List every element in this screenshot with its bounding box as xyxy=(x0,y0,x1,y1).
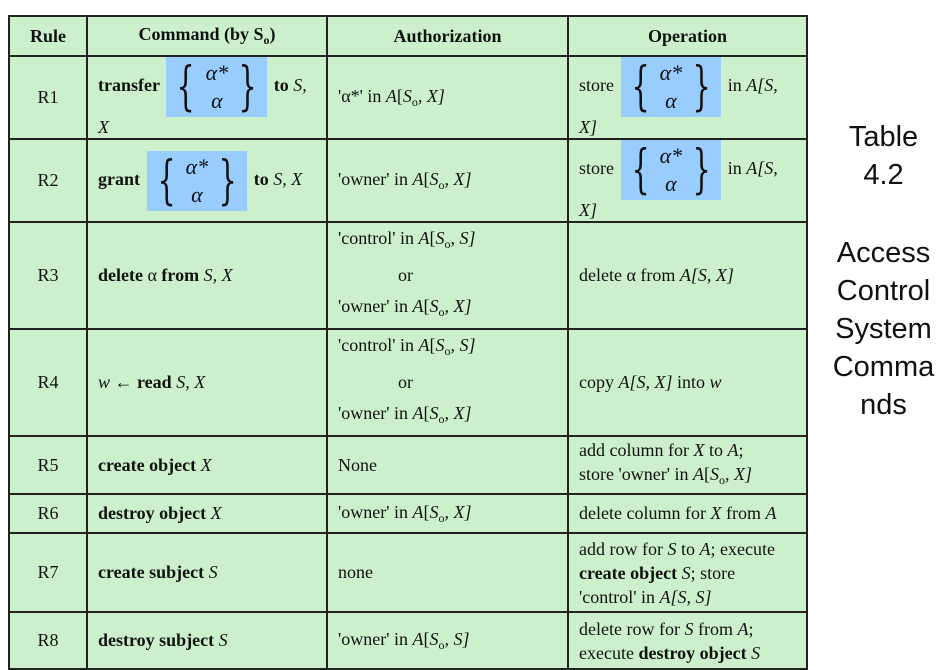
right-brace-icon: } xyxy=(692,57,711,117)
table-row: R7 create subject S none add row for S t… xyxy=(8,532,808,613)
table-caption: Access Control System Comma nds xyxy=(832,237,935,421)
command-cell: delete α from S, X xyxy=(86,221,328,330)
table-row: R5 create object X None add column for X… xyxy=(8,435,808,495)
authorization-cell: 'owner' in A[So, X] xyxy=(326,138,569,223)
alpha-choice-highlight: {α*α} xyxy=(166,57,268,117)
command-cell: w ← read S, X xyxy=(86,328,328,437)
right-brace-icon: } xyxy=(218,150,237,211)
table-row: R6 destroy object X 'owner' in A[So, X] … xyxy=(8,493,808,534)
header-command: Command (by So) xyxy=(86,15,328,57)
rule-cell: R8 xyxy=(8,611,88,670)
command-cell: transfer {α*α} to S, X xyxy=(86,55,328,140)
authorization-cell: 'control' in A[So, S] or 'owner' in A[So… xyxy=(326,221,569,330)
command-cell: create subject S xyxy=(86,532,328,613)
command-cell: grant {α*α} to S, X xyxy=(86,138,328,223)
operation-cell: store {α*α} in A[S, X] xyxy=(567,138,808,223)
left-brace-icon: { xyxy=(156,150,176,211)
rule-cell: R5 xyxy=(8,435,88,495)
left-brace-icon: { xyxy=(176,57,196,117)
left-brace-icon: { xyxy=(630,57,650,117)
authorization-cell: None xyxy=(326,435,569,495)
table-row: R3 delete α from S, X 'control' in A[So,… xyxy=(8,221,808,330)
operation-cell: add column for X to A; store 'owner' in … xyxy=(567,435,808,495)
table-row: R8 destroy subject S 'owner' in A[So, S]… xyxy=(8,611,808,670)
authorization-cell: 'control' in A[So, S] or 'owner' in A[So… xyxy=(326,328,569,437)
table-number-label: Table 4.2 xyxy=(848,121,919,191)
authorization-cell: 'owner' in A[So, X] xyxy=(326,493,569,534)
authorization-cell: 'owner' in A[So, S] xyxy=(326,611,569,670)
operation-cell: add row for S to A; execute create objec… xyxy=(567,532,808,613)
command-cell: destroy subject S xyxy=(86,611,328,670)
alpha-choice-highlight: {α*α} xyxy=(620,57,722,117)
rule-cell: R1 xyxy=(8,55,88,140)
header-operation: Operation xyxy=(567,15,808,57)
rule-cell: R4 xyxy=(8,328,88,437)
rule-cell: R3 xyxy=(8,221,88,330)
operation-cell: copy A[S, X] into w xyxy=(567,328,808,437)
command-cell: create object X xyxy=(86,435,328,495)
access-control-commands-table: Rule Command (by So) Authorization Opera… xyxy=(8,15,808,670)
operation-cell: delete α from A[S, X] xyxy=(567,221,808,330)
left-brace-icon: { xyxy=(630,140,650,200)
left-arrow-icon: ← xyxy=(114,372,133,392)
operation-cell: store {α*α} in A[S, X] xyxy=(567,55,808,140)
rule-cell: R2 xyxy=(8,138,88,223)
command-cell: destroy object X xyxy=(86,493,328,534)
rule-cell: R7 xyxy=(8,532,88,613)
operation-cell: delete column for X from A xyxy=(567,493,808,534)
table-row: R2 grant {α*α} to S, X 'owner' in A[So, … xyxy=(8,138,808,223)
right-brace-icon: } xyxy=(692,140,711,200)
header-row: Rule Command (by So) Authorization Opera… xyxy=(8,15,808,57)
authorization-cell: none xyxy=(326,532,569,613)
header-rule: Rule xyxy=(8,15,88,57)
rule-cell: R6 xyxy=(8,493,88,534)
header-authorization: Authorization xyxy=(326,15,569,57)
table-row: R1 transfer {α*α} to S, X 'α*' in A[So, … xyxy=(8,55,808,140)
table-row: R4 w ← read S, X 'control' in A[So, S] o… xyxy=(8,328,808,437)
authorization-cell: 'α*' in A[So, X] xyxy=(326,55,569,140)
alpha-choice-highlight: {α*α} xyxy=(146,150,248,211)
right-brace-icon: } xyxy=(238,57,257,117)
alpha-choice-highlight: {α*α} xyxy=(620,140,722,200)
operation-cell: delete row for S from A; execute destroy… xyxy=(567,611,808,670)
